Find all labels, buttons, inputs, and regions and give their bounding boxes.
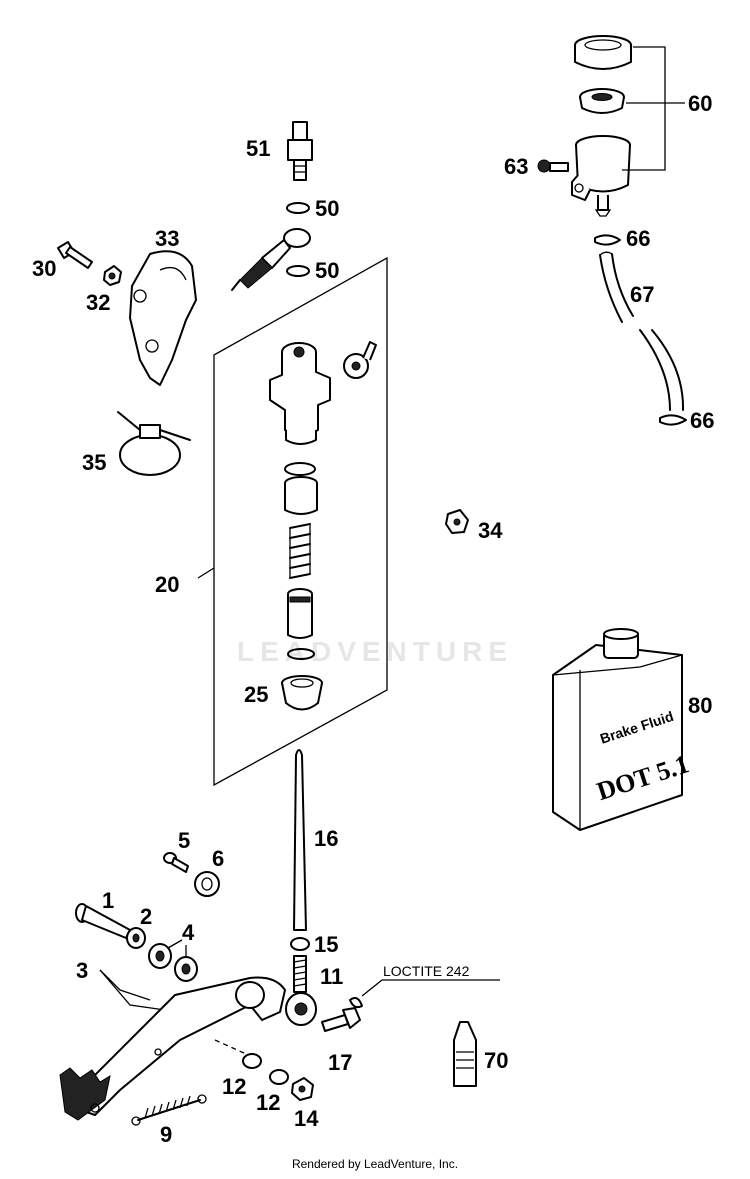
washer-12b[interactable]	[269, 1069, 289, 1085]
screw-63[interactable]	[537, 159, 569, 173]
bushing-4b[interactable]	[174, 956, 198, 982]
washer-50-bottom[interactable]	[286, 265, 310, 277]
reservoir-diaphragm[interactable]	[579, 88, 625, 114]
callout-34: 34	[478, 518, 503, 543]
leader-20	[197, 567, 215, 579]
callout-67: 67	[630, 282, 654, 307]
callout-6: 6	[212, 846, 224, 871]
boot-25[interactable]	[281, 675, 323, 711]
brake-pedal-3[interactable]	[59, 976, 286, 1121]
hose-67[interactable]	[599, 251, 685, 411]
footer-credit: Rendered by LeadVenture, Inc.	[291, 1157, 459, 1171]
push-rod-16[interactable]	[293, 749, 307, 931]
clamp-66-bottom[interactable]	[659, 414, 687, 426]
callout-30: 30	[32, 256, 56, 281]
loctite-note: LOCTITE 242	[383, 963, 470, 979]
callout-51: 51	[246, 136, 270, 161]
callout-4: 4	[182, 920, 195, 945]
callout-66a: 66	[626, 226, 650, 251]
piston[interactable]	[287, 588, 313, 639]
clamp-66-top[interactable]	[594, 234, 621, 246]
cable-tie-35[interactable]	[117, 411, 191, 476]
callout-80: 80	[688, 693, 712, 718]
leader-loctite	[361, 979, 500, 997]
callout-9: 9	[160, 1122, 172, 1147]
callout-15: 15	[314, 932, 338, 957]
reservoir-body[interactable]	[571, 135, 631, 217]
callout-60: 60	[688, 91, 712, 116]
threaded-rod[interactable]	[293, 955, 307, 993]
circlip[interactable]	[287, 648, 315, 660]
bolt-30[interactable]	[57, 241, 93, 269]
brake-fluid-bottle-80[interactable]: Brake Fluid DOT 5.1	[552, 628, 692, 831]
reservoir-cap[interactable]	[574, 35, 632, 70]
callout-5: 5	[178, 828, 190, 853]
sleeve[interactable]	[284, 476, 318, 515]
leader-60	[622, 46, 666, 171]
cover-33[interactable]	[129, 250, 197, 386]
callout-12b: 12	[256, 1090, 280, 1115]
leader-3	[99, 969, 151, 1001]
kit-frame-20	[213, 256, 388, 787]
callout-16: 16	[314, 826, 338, 851]
screw-5[interactable]	[163, 852, 189, 873]
washer-12a[interactable]	[242, 1053, 262, 1069]
nut-14[interactable]	[291, 1077, 314, 1101]
brake-light-switch-51[interactable]	[287, 121, 313, 181]
callout-35: 35	[82, 450, 106, 475]
callout-17: 17	[328, 1050, 352, 1075]
bolt-17[interactable]	[321, 1007, 361, 1032]
callout-2: 2	[140, 904, 152, 929]
callout-12a: 12	[222, 1074, 246, 1099]
callout-33: 33	[155, 226, 179, 251]
hose-elbow[interactable]	[343, 341, 377, 379]
o-ring[interactable]	[284, 462, 316, 476]
callout-32: 32	[86, 290, 110, 315]
callout-1: 1	[102, 888, 114, 913]
watermark: LEADVENTURE	[236, 636, 513, 667]
callout-11: 11	[320, 964, 343, 989]
callout-50a: 50	[315, 196, 339, 221]
banjo-hose[interactable]	[231, 228, 311, 291]
nut-32[interactable]	[103, 265, 122, 286]
washer-50-top[interactable]	[286, 202, 310, 214]
callout-3: 3	[76, 958, 88, 983]
clevis-11[interactable]	[285, 992, 317, 1026]
master-cylinder-body[interactable]	[269, 342, 331, 445]
callout-70: 70	[484, 1048, 508, 1073]
bushing-6[interactable]	[194, 871, 220, 897]
loctite-drop[interactable]	[349, 997, 363, 1009]
callout-14: 14	[294, 1106, 319, 1131]
callout-20: 20	[155, 572, 179, 597]
spring[interactable]	[289, 523, 311, 579]
spring-9[interactable]	[131, 1094, 207, 1126]
callout-66b: 66	[690, 408, 714, 433]
callout-25: 25	[244, 682, 268, 707]
leader-4a	[167, 939, 183, 949]
bushing-4a[interactable]	[148, 943, 172, 969]
leader-3b	[99, 969, 166, 1011]
nut-15[interactable]	[290, 937, 310, 951]
loctite-tube-70[interactable]	[453, 1021, 477, 1087]
nut-34[interactable]	[445, 509, 469, 534]
callout-63: 63	[504, 154, 528, 179]
washer-2[interactable]	[126, 927, 146, 949]
callout-50b: 50	[315, 258, 339, 283]
